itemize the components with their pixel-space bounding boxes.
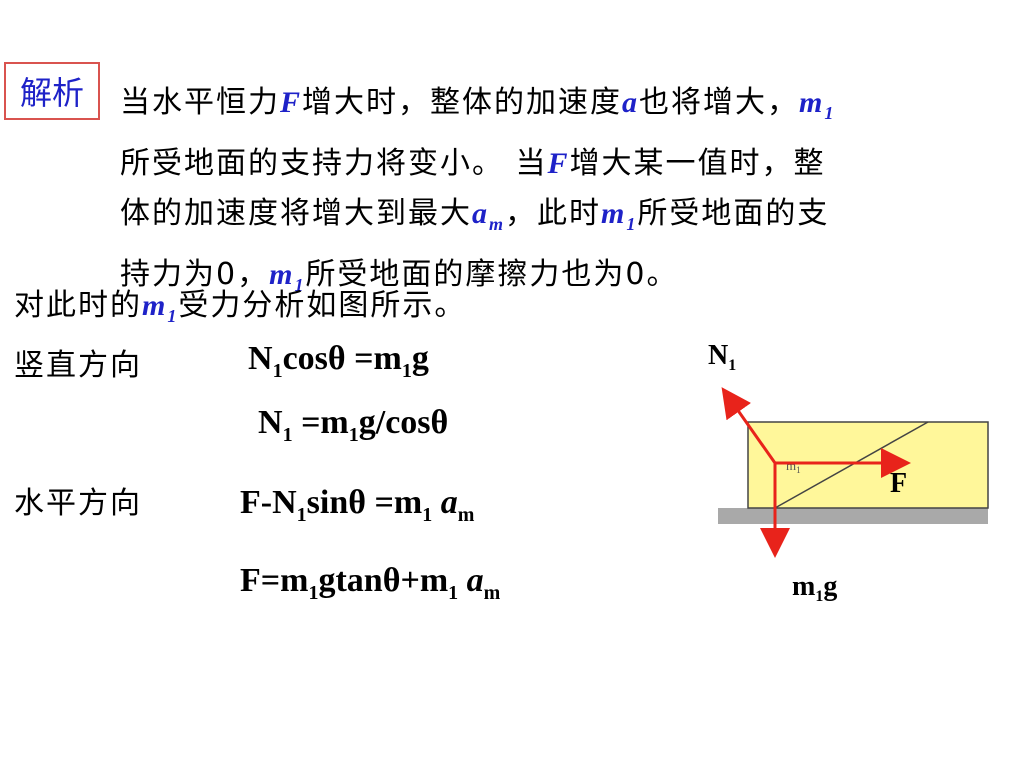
paragraph-line-4: 持力为0，m1所受地面的摩擦力也为0。 [120, 257, 679, 295]
paragraph-line-3: 体的加速度将增大到最大am，此时m1所受地面的支 [120, 196, 830, 234]
horizontal-direction-label: 水平方向 [14, 486, 142, 521]
equation-vertical-1: N1cosθ =m1g [248, 340, 429, 382]
m1g-label: m1g [792, 571, 837, 605]
block-m1 [747, 421, 989, 509]
equation-vertical-2: N1 =m1g/cosθ [258, 404, 449, 446]
equation-horizontal-1: F-N1sinθ =m1 am [240, 484, 475, 526]
block-diagonal [774, 421, 929, 509]
analysis-badge: 解析 [4, 62, 100, 120]
ground [718, 508, 988, 524]
f-label: F [890, 468, 907, 499]
explanation-paragraph: 当水平恒力F增大时，整体的加速度a也将增大，m1 所受地面的支持力将变小。 当F… [120, 78, 1010, 311]
equation-horizontal-2: F=m1gtanθ+m1 am [240, 562, 501, 604]
n1-label: N1 [708, 340, 736, 374]
block-m1-label: m1 [786, 458, 801, 475]
force-diagram: m1 N1 F m1g [708, 340, 989, 605]
normal-force-arrow [721, 387, 777, 464]
vertical-direction-label: 竖直方向 [14, 348, 142, 383]
paragraph-line-1: 当水平恒力F增大时，整体的加速度a也将增大，m1 [120, 85, 836, 123]
analysis-intro: 对此时的m1受力分析如图所示。 [14, 288, 467, 326]
paragraph-line-2: 所受地面的支持力将变小。 当F增大某一值时，整 [120, 146, 826, 181]
